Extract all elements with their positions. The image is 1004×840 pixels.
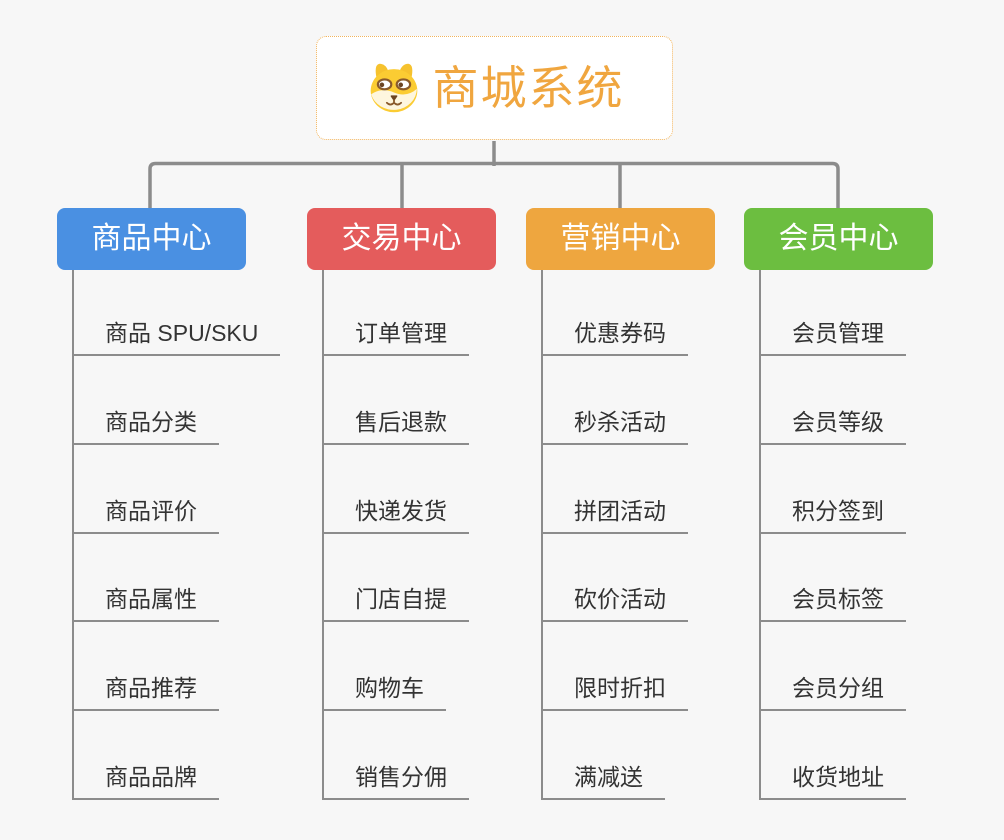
branch-member-center: 会员中心 会员管理 会员等级 积分签到 会员标签 会员分组 收货地址 (744, 208, 979, 808)
topic-item[interactable]: 拼团活动 (541, 500, 688, 534)
branch-items-marketing-center: 优惠券码 秒杀活动 拼团活动 砍价活动 限时折扣 满减送 (541, 208, 761, 808)
root-node-mall-system[interactable]: 商城系统 (316, 36, 673, 140)
branch-header-trade-center[interactable]: 交易中心 (307, 208, 496, 270)
topic-item[interactable]: 会员管理 (759, 322, 906, 356)
topic-item[interactable]: 会员标签 (759, 588, 906, 622)
topic-item[interactable]: 商品评价 (72, 500, 219, 534)
branch-stem-line (759, 270, 761, 800)
topic-item[interactable]: 砍价活动 (541, 588, 688, 622)
branch-trade-center: 交易中心 订单管理 售后退款 快递发货 门店自提 购物车 销售分佣 (307, 208, 542, 808)
topic-item[interactable]: 售后退款 (322, 411, 469, 445)
topic-item[interactable]: 商品属性 (72, 588, 219, 622)
topic-item[interactable]: 收货地址 (759, 766, 906, 800)
dog-face-icon (370, 63, 417, 113)
branch-header-product-center[interactable]: 商品中心 (57, 208, 246, 270)
branch-items-product-center: 商品 SPU/SKU 商品分类 商品评价 商品属性 商品推荐 商品品牌 (72, 208, 292, 808)
topic-item[interactable]: 门店自提 (322, 588, 469, 622)
topic-item[interactable]: 商品推荐 (72, 677, 219, 711)
topic-item[interactable]: 优惠券码 (541, 322, 688, 356)
topic-item[interactable]: 积分签到 (759, 500, 906, 534)
branch-rail-line (148, 161, 840, 208)
topic-item[interactable]: 商品分类 (72, 411, 219, 445)
topic-item[interactable]: 限时折扣 (541, 677, 688, 711)
branch-stem-line (322, 270, 324, 800)
branch-header-marketing-center[interactable]: 营销中心 (526, 208, 715, 270)
topic-item[interactable]: 购物车 (322, 677, 446, 711)
topic-item[interactable]: 商品品牌 (72, 766, 219, 800)
branch-items-trade-center: 订单管理 售后退款 快递发货 门店自提 购物车 销售分佣 (322, 208, 542, 808)
topic-item[interactable]: 商品 SPU/SKU (72, 322, 281, 356)
topic-item[interactable]: 销售分佣 (322, 766, 469, 800)
topic-item[interactable]: 快递发货 (322, 500, 469, 534)
branch-items-member-center: 会员管理 会员等级 积分签到 会员标签 会员分组 收货地址 (759, 208, 979, 808)
branch-stem-line (72, 270, 74, 800)
topic-item[interactable]: 秒杀活动 (541, 411, 688, 445)
topic-item[interactable]: 会员分组 (759, 677, 906, 711)
root-title: 商城系统 (432, 62, 625, 114)
branch-header-member-center[interactable]: 会员中心 (744, 208, 933, 270)
topic-item[interactable]: 满减送 (541, 766, 665, 800)
topic-item[interactable]: 会员等级 (759, 411, 906, 445)
topic-item[interactable]: 订单管理 (322, 322, 469, 356)
branch-product-center: 商品中心 商品 SPU/SKU 商品分类 商品评价 商品属性 商品推荐 商品品牌 (57, 208, 292, 808)
branch-stem-line (541, 270, 543, 800)
branch-marketing-center: 营销中心 优惠券码 秒杀活动 拼团活动 砍价活动 限时折扣 满减送 (526, 208, 761, 808)
